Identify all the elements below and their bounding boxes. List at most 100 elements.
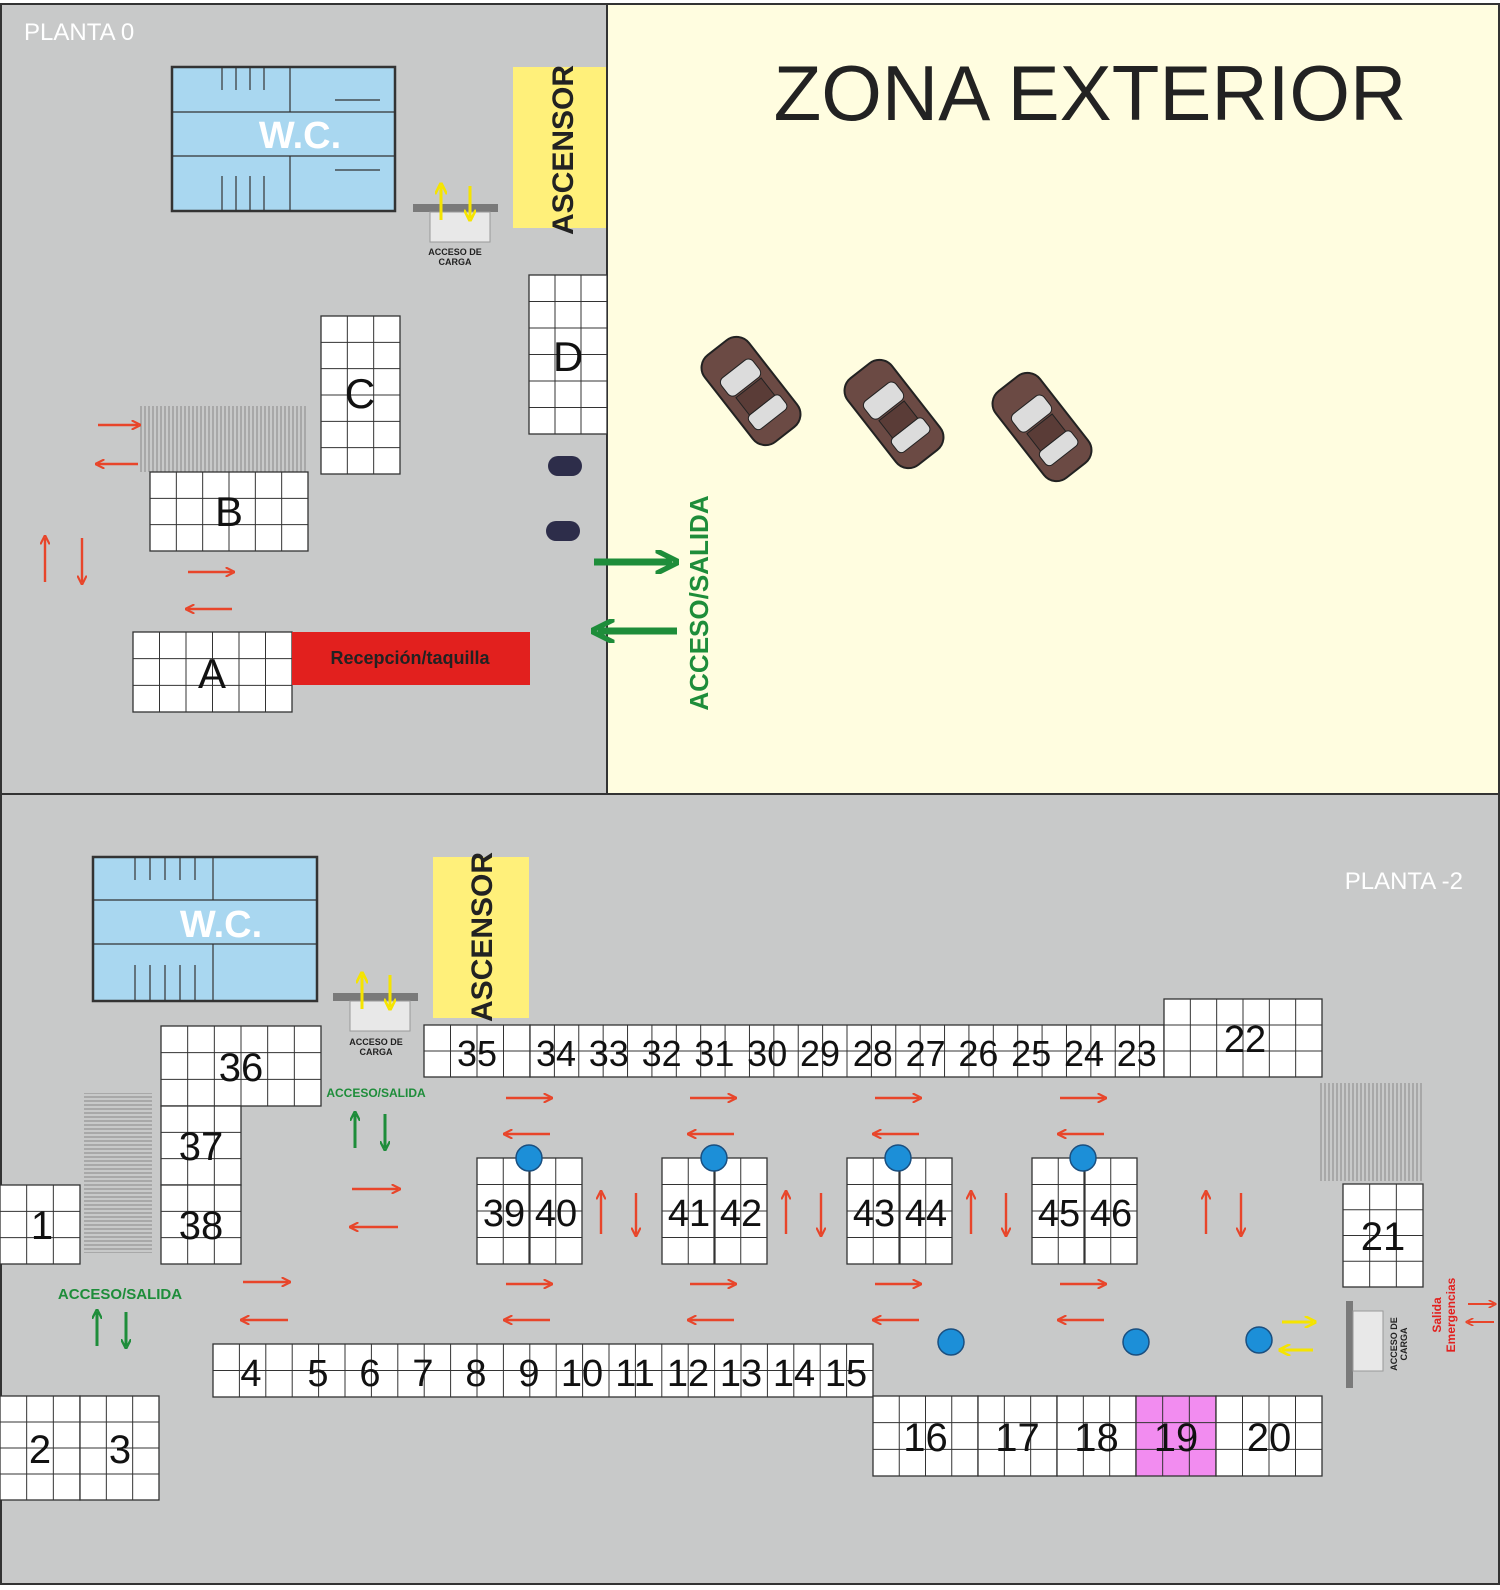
block-B[interactable]: B <box>149 471 309 552</box>
stand-36-label: 36 <box>219 1046 264 1090</box>
stand-38[interactable] <box>160 1184 242 1265</box>
salida-emergencias-line1: Salida <box>1430 1297 1444 1333</box>
stand-3-label: 3 <box>109 1428 131 1472</box>
stand-35-label: 35 <box>457 1033 497 1074</box>
stand-33-label: 33 <box>589 1033 629 1074</box>
stand-45-label: 45 <box>1038 1193 1080 1235</box>
stand-21[interactable] <box>1342 1183 1424 1288</box>
acceso-salida-label-planta0: ACCESO/SALIDA <box>684 495 714 710</box>
stand-8-label: 8 <box>465 1353 486 1395</box>
stand-2-label: 2 <box>29 1428 51 1472</box>
stand-22[interactable] <box>1163 998 1323 1078</box>
wc-label-planta0: W.C. <box>259 115 341 157</box>
column-icon <box>937 1328 965 1356</box>
stand-group-35[interactable] <box>423 1024 531 1078</box>
stand-10-label: 10 <box>561 1353 603 1395</box>
acceso-carga-line1: ACCESO DE <box>428 247 482 257</box>
stand-17[interactable] <box>977 1395 1058 1477</box>
stand-group-4-15[interactable] <box>212 1343 874 1398</box>
block-C-label: C <box>345 370 375 417</box>
stand-39-label: 39 <box>483 1193 525 1235</box>
stand-32-label: 32 <box>642 1033 682 1074</box>
column-icon <box>884 1144 912 1172</box>
stand-40-label: 40 <box>535 1193 577 1235</box>
striped-ramp-planta0 <box>140 406 308 472</box>
block-B-label: B <box>215 488 243 535</box>
block-D-label: D <box>553 333 583 380</box>
ascensor-label-planta2: ASCENSOR <box>466 852 499 1022</box>
stand-5-label: 5 <box>307 1353 328 1395</box>
stand-37-label: 37 <box>179 1125 224 1169</box>
stand-3[interactable] <box>79 1395 160 1501</box>
stand-30-label: 30 <box>747 1033 787 1074</box>
acceso-carga-line2: CARGA <box>1399 1327 1409 1360</box>
stand-17-label: 17 <box>995 1416 1040 1460</box>
acceso-carga-line1: ACCESO DE <box>349 1037 403 1047</box>
acceso-carga-planta2-top: ACCESO DE CARGA <box>333 975 418 1057</box>
acceso-carga-line2: CARGA <box>360 1047 393 1057</box>
striped-ramp-right <box>1320 1083 1424 1181</box>
acceso-salida-label-left: ACCESO/SALIDA <box>58 1286 182 1303</box>
stand-43-label: 43 <box>853 1193 895 1235</box>
acceso-carga-line2: CARGA <box>439 257 472 267</box>
acceso-carga-planta2-right: ACCESO DE CARGA <box>1282 1301 1409 1388</box>
stand-16[interactable] <box>872 1395 979 1477</box>
car-icon <box>700 335 802 447</box>
stand-37[interactable] <box>160 1105 242 1186</box>
stand-22-label: 22 <box>1224 1019 1266 1061</box>
stand-28-label: 28 <box>853 1033 893 1074</box>
stand-1[interactable] <box>0 1184 81 1265</box>
recepcion-label: Recepción/taquilla <box>330 648 490 668</box>
stand-36[interactable] <box>160 1025 322 1107</box>
car-icon <box>991 371 1093 483</box>
stand-2[interactable] <box>0 1395 81 1501</box>
block-C[interactable]: C <box>320 315 401 475</box>
bollard-icon <box>548 456 582 476</box>
block-A[interactable]: A <box>132 631 293 713</box>
planta0-title: PLANTA 0 <box>24 19 134 46</box>
acceso-carga-line1: ACCESO DE <box>1389 1317 1399 1371</box>
stand-9-label: 9 <box>518 1353 539 1395</box>
stand-25-label: 25 <box>1011 1033 1051 1074</box>
stand-38-label: 38 <box>179 1204 224 1248</box>
stand-6-label: 6 <box>359 1353 380 1395</box>
zona-exterior-title: ZONA EXTERIOR <box>774 49 1407 137</box>
wc-planta2: W.C. <box>91 855 319 1003</box>
column-icon <box>1245 1326 1273 1354</box>
ascensor-label-planta0: ASCENSOR <box>547 65 580 235</box>
bollard-icon <box>546 521 580 541</box>
stand-27-label: 27 <box>906 1033 946 1074</box>
stand-34-label: 34 <box>536 1033 576 1074</box>
car-icon <box>843 358 945 470</box>
salida-emergencias-line2: Emergencias <box>1444 1277 1458 1352</box>
wc-label-planta2: W.C. <box>180 904 262 946</box>
stand-19[interactable] <box>1135 1395 1217 1477</box>
stand-13-label: 13 <box>720 1353 762 1395</box>
stand-7-label: 7 <box>412 1353 433 1395</box>
acceso-carga-planta0: ACCESO DE CARGA <box>413 186 498 267</box>
stand-14-label: 14 <box>773 1353 815 1395</box>
stand-group-34-23[interactable] <box>529 1024 1165 1078</box>
stand-26-label: 26 <box>958 1033 998 1074</box>
stand-1-label: 1 <box>31 1204 53 1248</box>
stand-16-label: 16 <box>903 1416 948 1460</box>
recepcion-desk <box>292 632 530 685</box>
block-A-label: A <box>198 650 226 697</box>
ascensor-planta0 <box>513 67 606 228</box>
acceso-salida-label-top: ACCESO/SALIDA <box>326 1086 426 1100</box>
stand-18-label: 18 <box>1074 1416 1119 1460</box>
stand-21-label: 21 <box>1361 1215 1406 1259</box>
stand-23-label: 23 <box>1117 1033 1157 1074</box>
column-icon <box>1122 1328 1150 1356</box>
stand-44-label: 44 <box>905 1193 947 1235</box>
stand-20[interactable] <box>1215 1395 1323 1477</box>
block-D[interactable]: D <box>528 274 608 435</box>
column-icon <box>700 1144 728 1172</box>
stand-4-label: 4 <box>240 1353 261 1395</box>
